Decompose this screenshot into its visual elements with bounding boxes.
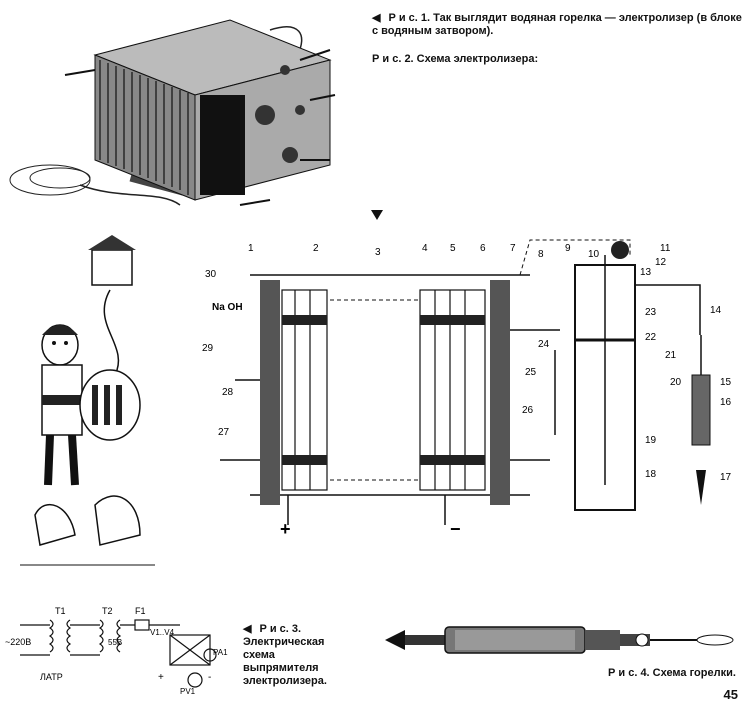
label-10: 10 xyxy=(588,249,600,260)
label-t1: T1 xyxy=(55,606,66,616)
label-9: 9 xyxy=(565,243,571,254)
figure-4-caption: Р и с. 4. Схема горелки. xyxy=(608,667,736,679)
label-29: 29 xyxy=(202,343,214,354)
figure-1-caption: ◀Р и с. 1. Так выглядит водяная горелка … xyxy=(372,12,742,37)
rectifier-circuit: ~220В T1 T2 F1 V1..V4 55В ЛАТР PV1 PA1 +… xyxy=(5,606,228,695)
label-out-v: 55В xyxy=(108,638,122,647)
label-7: 7 xyxy=(510,243,516,254)
electrolyzer-photo xyxy=(9,19,336,206)
label-8: 8 xyxy=(538,249,544,260)
label-27: 27 xyxy=(218,427,230,438)
label-19: 19 xyxy=(645,435,657,446)
label-22: 22 xyxy=(645,332,657,343)
figure-marker-icon xyxy=(371,210,383,220)
boy-cartoon-illustration xyxy=(20,235,155,580)
label-plus: + xyxy=(280,519,291,539)
caption-marker-icon: ◀ xyxy=(243,623,252,635)
label-18: 18 xyxy=(645,469,657,480)
figure-3-caption: ◀Р и с. 3. Электрическая схема выпрямите… xyxy=(243,623,327,687)
label-12: 12 xyxy=(655,257,667,268)
label-1: 1 xyxy=(248,243,254,254)
label-17: 17 xyxy=(720,472,732,483)
label-voltage-in: ~220В xyxy=(5,637,31,647)
page-number: 45 xyxy=(723,687,738,702)
label-23: 23 xyxy=(645,307,657,318)
label-20: 20 xyxy=(670,377,682,388)
label-5: 5 xyxy=(450,243,456,254)
label-minus: − xyxy=(450,519,461,539)
label-3: 3 xyxy=(375,247,381,258)
caption-marker-icon: ◀ xyxy=(372,12,381,24)
label-26: 26 xyxy=(522,405,534,416)
label-16: 16 xyxy=(720,397,732,408)
label-30: 30 xyxy=(205,269,217,280)
figure-2-caption: Р и с. 2. Схема электролизера: xyxy=(372,53,539,65)
label-circuit-plus: + xyxy=(158,672,164,683)
label-15: 15 xyxy=(720,377,732,388)
label-pv1: PV1 xyxy=(180,687,196,695)
label-28: 28 xyxy=(222,387,234,398)
label-13: 13 xyxy=(640,267,652,278)
label-2: 2 xyxy=(313,243,319,254)
label-21: 21 xyxy=(665,350,677,361)
label-naoh: Na OH xyxy=(212,302,243,313)
label-latr: ЛАТР xyxy=(40,672,63,682)
label-pa1: PA1 xyxy=(213,648,228,657)
label-6: 6 xyxy=(480,243,486,254)
label-4: 4 xyxy=(422,243,428,254)
label-25: 25 xyxy=(525,367,537,378)
electrolyzer-schematic: 1 2 3 4 5 6 7 8 9 10 11 12 13 14 15 16 1… xyxy=(202,239,732,539)
burner-drawing xyxy=(385,626,734,654)
label-t2: T2 xyxy=(102,606,113,616)
label-11: 11 xyxy=(660,243,671,254)
label-circuit-minus: - xyxy=(208,672,211,683)
label-f1: F1 xyxy=(135,606,146,616)
label-v1v4: V1..V4 xyxy=(150,628,175,637)
label-14: 14 xyxy=(710,305,722,316)
label-24: 24 xyxy=(538,339,550,350)
